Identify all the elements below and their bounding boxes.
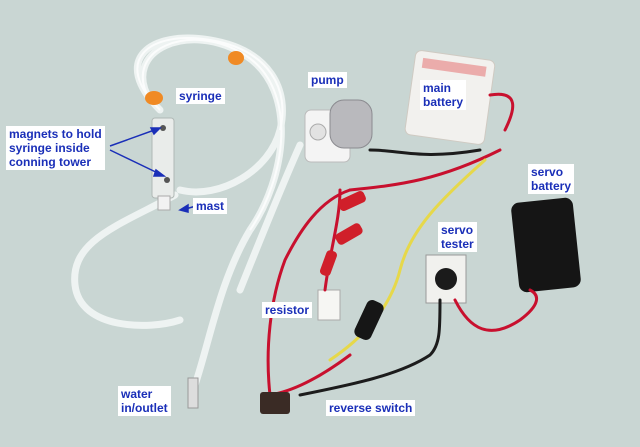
- resistor-part: [317, 289, 341, 321]
- mast-part: [157, 195, 171, 211]
- label-reverse-switch: reverse switch: [326, 400, 416, 416]
- alligator-clips: [319, 190, 366, 277]
- tube-clip: [228, 51, 244, 65]
- magnet: [160, 125, 166, 131]
- label-servo-tester: servo tester: [438, 222, 477, 252]
- label-mast: mast: [193, 198, 228, 214]
- label-syringe: syringe: [176, 88, 225, 104]
- magnet: [164, 177, 170, 183]
- pointer-arrows: [109, 127, 197, 213]
- label-water-port: water in/outlet: [118, 386, 171, 416]
- wiring: [266, 92, 539, 397]
- servo-tester-board: [425, 254, 467, 304]
- label-pump: pump: [308, 72, 347, 88]
- label-resistor: resistor: [262, 302, 313, 318]
- label-main-battery: main battery: [420, 80, 467, 110]
- reverse-switch-part: [260, 392, 290, 414]
- water-port: [187, 377, 199, 409]
- servo-battery-pack: [511, 197, 581, 293]
- tube-clip: [145, 91, 163, 105]
- label-servo-battery: servo battery: [528, 164, 575, 194]
- label-magnets: magnets to hold syringe inside conning t…: [6, 126, 105, 170]
- pump-unit: [304, 99, 373, 163]
- black-clip: [354, 300, 384, 340]
